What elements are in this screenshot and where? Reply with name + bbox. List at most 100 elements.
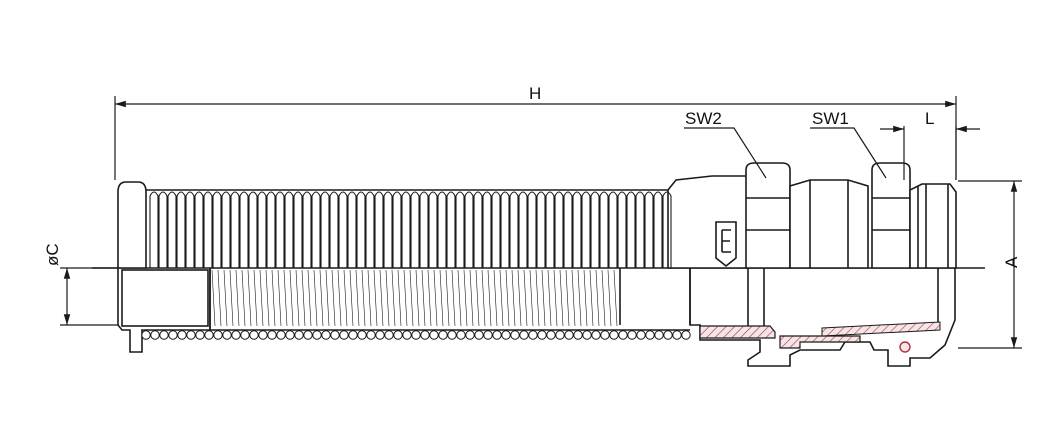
inner-thread-line — [397, 269, 402, 327]
sw1-leader — [810, 127, 887, 179]
conduit-coil — [311, 191, 321, 268]
coil-section — [357, 330, 367, 340]
inner-thread-line — [445, 269, 450, 327]
inner-thread-line — [505, 269, 510, 327]
inner-thread-line — [337, 269, 342, 327]
inner-thread-line — [349, 269, 354, 327]
conduit-coil — [536, 191, 546, 268]
conduit-coil — [194, 191, 204, 268]
inner-thread-line — [589, 269, 594, 327]
coil-section — [177, 330, 187, 340]
conduit-coil — [356, 191, 366, 268]
conduit-coil — [329, 191, 339, 268]
inner-thread-line — [373, 269, 378, 327]
coil-section — [600, 330, 610, 340]
inner-thread-line — [325, 269, 330, 327]
inner-thread-line — [367, 269, 372, 327]
conduit-coil — [392, 191, 402, 268]
inner-thread-line — [499, 269, 504, 327]
conduit-coil — [428, 191, 438, 268]
sw1-nut — [871, 162, 911, 269]
label-a: A — [1002, 256, 1021, 268]
conduit-coil — [230, 191, 240, 268]
coil-section — [222, 330, 232, 340]
inner-thread-line — [493, 269, 498, 327]
inner-thread-line — [553, 269, 558, 327]
coil-section — [348, 330, 358, 340]
conduit-coil — [473, 191, 483, 268]
inner-thread-line — [301, 269, 306, 327]
inner-thread-line — [235, 269, 240, 327]
inner-thread-line — [595, 269, 600, 327]
left-end-fitting — [117, 181, 147, 269]
coil-section — [537, 330, 547, 340]
conduit-coil — [275, 191, 285, 268]
coil-section — [636, 330, 646, 340]
inner-thread-line — [463, 269, 468, 327]
inner-thread-line — [409, 269, 414, 327]
conduit-coil — [464, 191, 474, 268]
coil-section — [366, 330, 376, 340]
conduit-coil — [149, 191, 159, 268]
inner-thread-line — [523, 269, 528, 327]
conduit-coil — [554, 191, 564, 268]
inner-thread-line — [277, 269, 282, 327]
inner-thread-line — [247, 269, 252, 327]
conduit-coil — [203, 191, 213, 268]
conduit-coil — [410, 191, 420, 268]
inner-thread-line — [469, 269, 474, 327]
conduit-coil — [608, 191, 618, 268]
conduit-coil — [401, 191, 411, 268]
coil-section — [267, 330, 277, 340]
coil-section — [195, 330, 205, 340]
conduit-coils — [149, 191, 672, 327]
coil-section — [249, 330, 259, 340]
coil-section — [645, 330, 655, 340]
inner-thread-line — [529, 269, 534, 327]
coil-section — [186, 330, 196, 340]
coil-section — [564, 330, 574, 340]
coil-section — [519, 330, 529, 340]
inner-thread-line — [457, 269, 462, 327]
conduit-coil — [248, 191, 258, 268]
conduit-coil — [617, 191, 627, 268]
coil-section — [528, 330, 538, 340]
coil-section — [591, 330, 601, 340]
coil-section — [330, 330, 340, 340]
coil-section — [654, 330, 664, 340]
inner-thread-line — [313, 269, 318, 327]
conduit-coil — [455, 191, 465, 268]
conduit-coil — [212, 191, 222, 268]
inner-thread-line — [217, 269, 222, 327]
inner-thread-line — [613, 269, 618, 327]
inner-thread-line — [403, 269, 408, 327]
coil-section — [483, 330, 493, 340]
conduit-coil — [347, 191, 357, 268]
coil-section — [573, 330, 583, 340]
conduit-coil — [176, 191, 186, 268]
conduit-coil — [626, 191, 636, 268]
inner-thread-line — [517, 269, 522, 327]
conduit-coil — [545, 191, 555, 268]
conduit-coil — [302, 191, 312, 268]
conduit-coil — [338, 191, 348, 268]
coil-section — [456, 330, 466, 340]
conduit-coil — [635, 191, 645, 268]
conduit-coil — [491, 191, 501, 268]
coil-section — [213, 330, 223, 340]
label-l: L — [925, 109, 934, 128]
dimension-lines — [60, 96, 1022, 349]
sw2-nut — [745, 162, 791, 269]
coil-section — [159, 330, 169, 340]
inner-thread-line — [565, 269, 570, 327]
inner-thread-line — [385, 269, 390, 327]
coil-section — [231, 330, 241, 340]
inner-thread-line — [307, 269, 312, 327]
conduit-coil — [581, 191, 591, 268]
coil-section — [402, 330, 412, 340]
conduit-coil — [266, 191, 276, 268]
coil-section — [618, 330, 628, 340]
coil-section — [303, 330, 313, 340]
inner-thread-line — [451, 269, 456, 327]
inner-thread-line — [391, 269, 396, 327]
